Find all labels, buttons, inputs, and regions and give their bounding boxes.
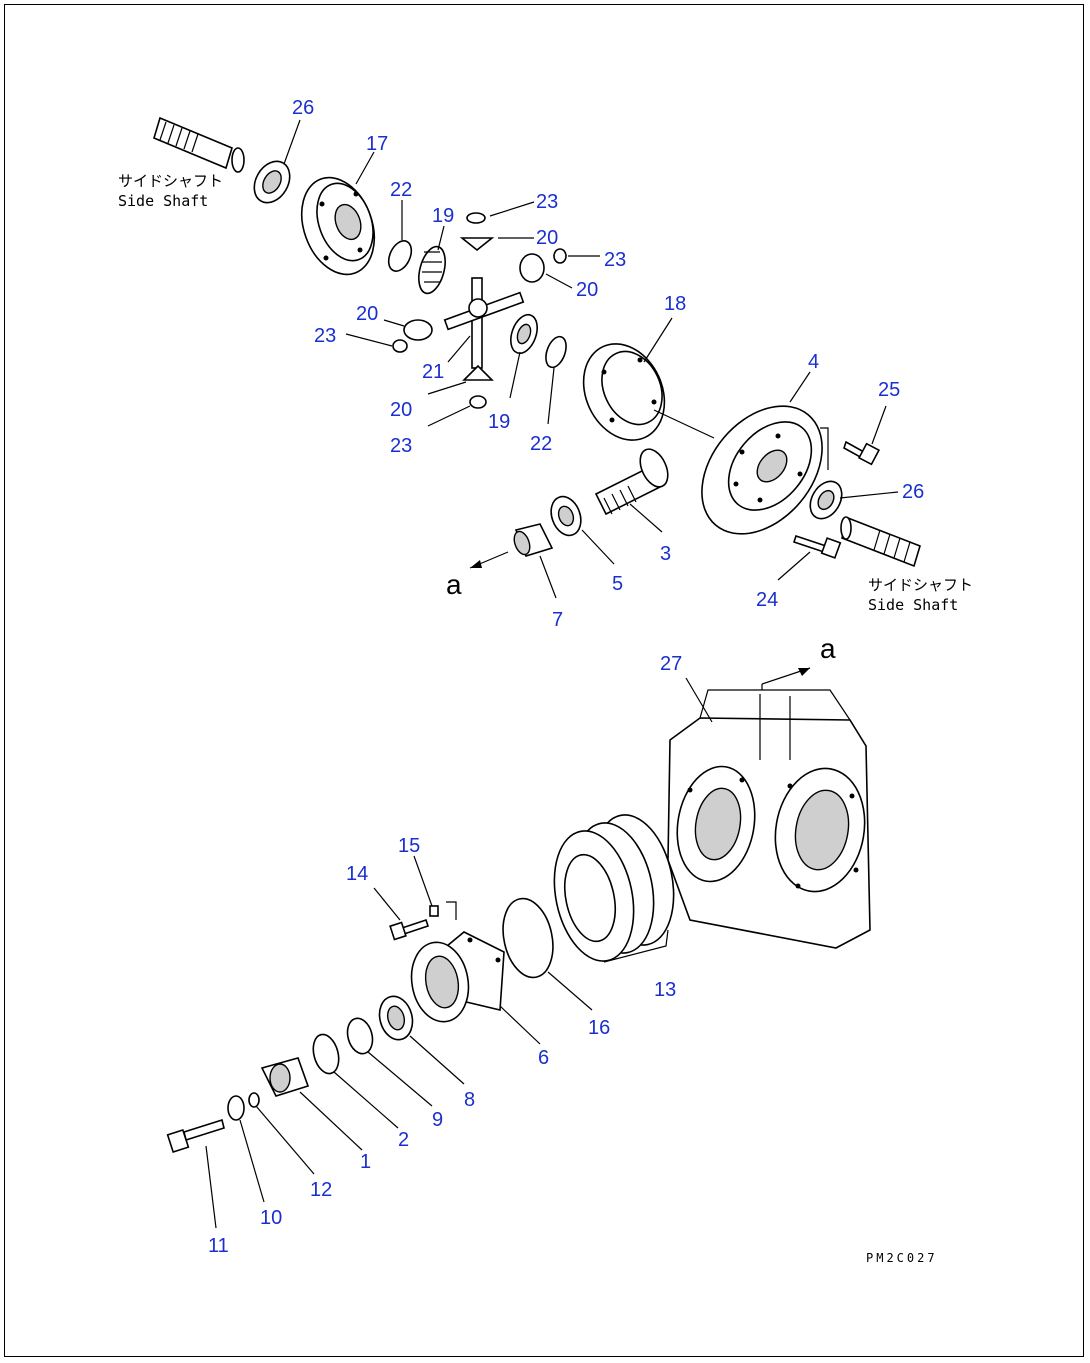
callout-19-upper: 19: [432, 205, 454, 227]
diff-case-17: [300, 176, 376, 276]
leader-18-to-4: [653, 409, 715, 439]
callout-20-right: 20: [576, 279, 598, 301]
leader-lines: [205, 119, 899, 1229]
callout-14: 14: [346, 863, 368, 885]
callout-23-bottom: 23: [390, 435, 412, 457]
callout-26-upper: 26: [292, 97, 314, 119]
callout-10: 10: [260, 1207, 282, 1229]
callout-18: 18: [664, 293, 686, 315]
washer-10: [227, 1095, 245, 1121]
side-shaft-right-jp: サイドシャフト: [868, 576, 973, 594]
o-ring-16: [502, 897, 554, 979]
callout-22-upper: 22: [390, 179, 412, 201]
callout-25: 25: [878, 379, 900, 401]
callout-17: 17: [366, 133, 388, 155]
side-shaft-right: [840, 516, 921, 568]
callout-3: 3: [660, 543, 671, 565]
bracket-15: [446, 901, 457, 920]
pinion-20-bottom: [462, 364, 494, 381]
callout-1: 1: [360, 1151, 371, 1173]
washer-22-lower: [545, 335, 567, 369]
callout-21: 21: [422, 361, 444, 383]
coupling-1: [260, 1057, 310, 1097]
bolt-24: [792, 534, 842, 559]
axle-housing-27: [667, 689, 871, 949]
callout-22-lower: 22: [530, 433, 552, 455]
bolt-25: [843, 440, 881, 466]
callout-12: 12: [310, 1179, 332, 1201]
callout-5: 5: [612, 573, 623, 595]
o-ring-12: [248, 1092, 260, 1108]
callout-20-bottom: 20: [390, 399, 412, 421]
gear-19-upper: [418, 245, 446, 295]
callout-8: 8: [464, 1089, 475, 1111]
view-marker-a-lower: a: [820, 633, 836, 664]
washer-23-right: [553, 248, 567, 264]
callout-26-lower: 26: [902, 481, 924, 503]
cage-6: [410, 931, 505, 1023]
spider-21: [443, 277, 525, 369]
callout-15: 15: [398, 835, 420, 857]
seal-9: [346, 1017, 374, 1055]
washer-23-bottom: [469, 395, 487, 409]
callout-11: 11: [208, 1235, 229, 1257]
gear-19-lower: [510, 313, 538, 355]
washer-22-upper: [387, 240, 413, 272]
callout-24: 24: [756, 589, 778, 611]
washer-23-left: [392, 339, 408, 353]
arrow-a-head-lower: [798, 668, 810, 676]
callout-13: 13: [654, 979, 676, 1001]
pinion-20-top: [459, 237, 495, 252]
callout-20-top: 20: [536, 227, 558, 249]
bearing-8: [378, 995, 414, 1041]
callout-6: 6: [538, 1047, 549, 1069]
pinion-20-right: [519, 253, 545, 283]
callout-23-right: 23: [604, 249, 626, 271]
arrow-a-head-upper: [470, 560, 482, 568]
callout-9: 9: [432, 1109, 443, 1131]
callout-27: 27: [660, 653, 682, 675]
side-shaft-left-en: Side Shaft: [118, 192, 208, 210]
bearing-26-left: [253, 160, 291, 204]
bearing-26-right: [809, 480, 843, 520]
brake-discs-13: [553, 814, 675, 962]
side-shaft-right-en: Side Shaft: [868, 596, 958, 614]
bracket-13: [603, 929, 669, 963]
bolt-11: [166, 1118, 225, 1154]
bolt-14: [389, 918, 430, 941]
seal-2: [312, 1033, 340, 1075]
callout-4: 4: [808, 351, 819, 373]
callout-7: 7: [552, 609, 563, 631]
drawing-code: PM2C027: [866, 1251, 938, 1265]
pinion-shaft-3: [594, 448, 669, 516]
view-marker-a-upper: a: [446, 569, 462, 600]
washer-15: [429, 905, 439, 917]
bracket-25: [820, 427, 829, 470]
diff-case-18: [582, 343, 666, 441]
side-shaft-left: [153, 116, 245, 173]
callout-23-left: 23: [314, 325, 336, 347]
bearing-7: [513, 523, 554, 557]
bearing-5: [550, 495, 582, 537]
callout-2: 2: [398, 1129, 409, 1151]
pinion-20-left: [403, 319, 433, 341]
washer-23-top: [466, 212, 486, 224]
side-shaft-left-jp: サイドシャフト: [118, 172, 223, 190]
callout-23-top: 23: [536, 191, 558, 213]
bevel-gear-4: [701, 405, 823, 535]
callout-16: 16: [588, 1017, 610, 1039]
callout-20-left: 20: [356, 303, 378, 325]
callout-19-lower: 19: [488, 411, 510, 433]
